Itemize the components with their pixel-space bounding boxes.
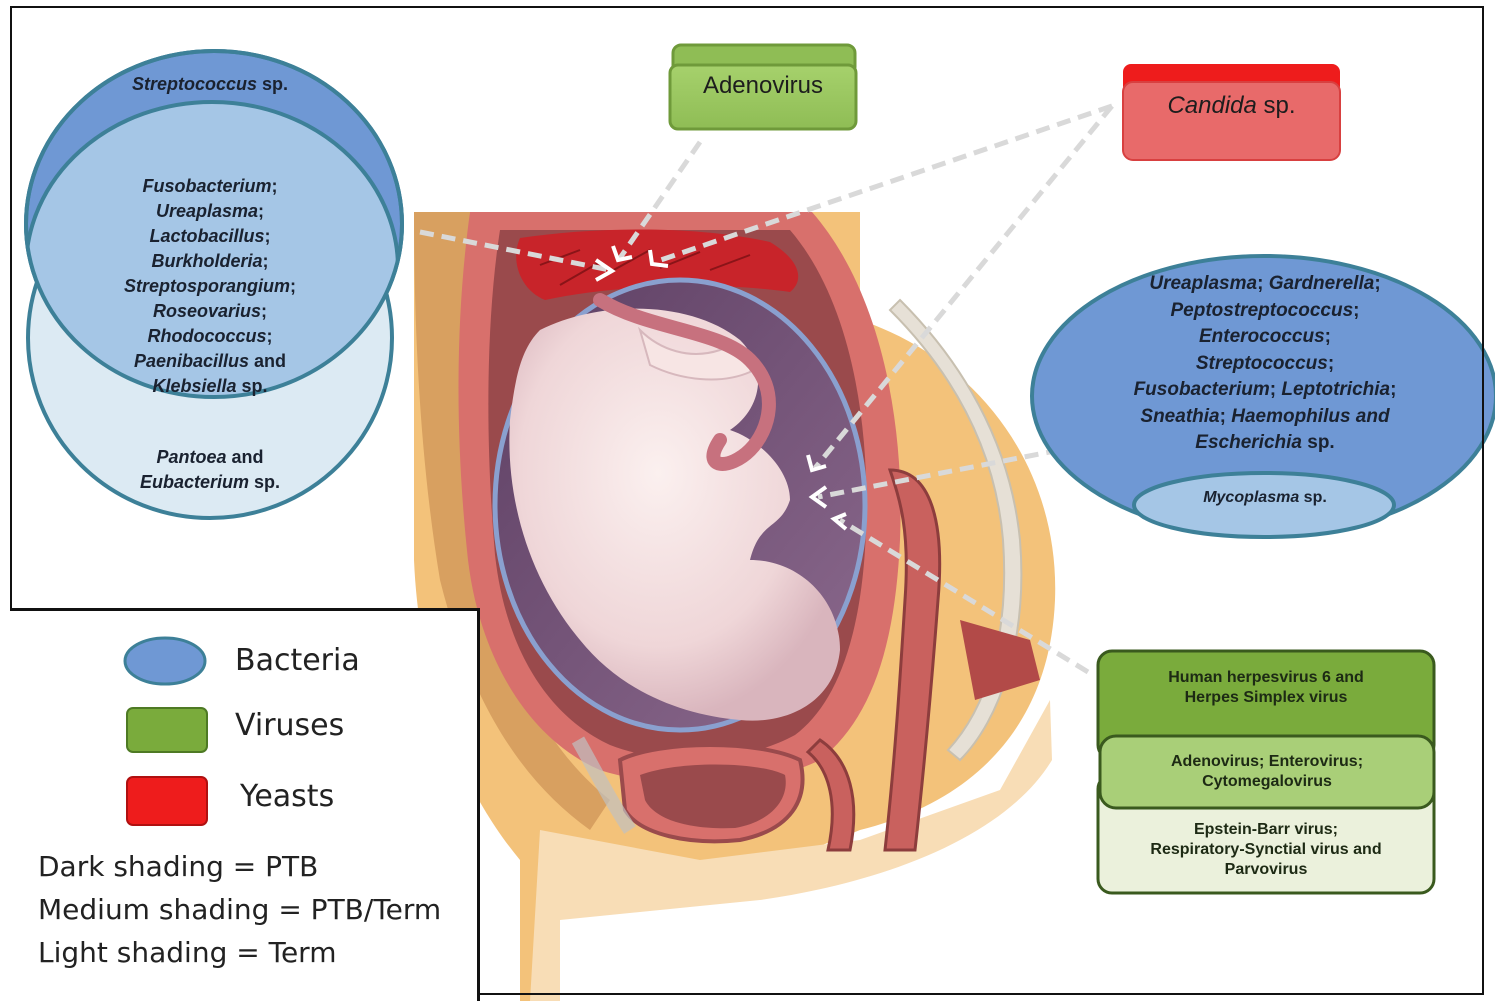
virus-line: Human herpesvirus 6 and — [1098, 668, 1434, 688]
virus-line: Epstein-Barr virus; — [1098, 820, 1434, 840]
taxon-separator: ; — [1220, 406, 1232, 427]
taxon-name: Fusobacterium — [142, 176, 271, 196]
taxa-line: Streptococcus sp. — [60, 72, 360, 97]
taxon-separator: ; — [272, 176, 278, 196]
taxon-separator: ; — [1325, 326, 1331, 347]
virus-line: Herpes Simplex virus — [1098, 688, 1434, 708]
virus-line: Adenovirus; Enterovirus; — [1100, 752, 1434, 772]
left-medium-text: Fusobacterium;Ureaplasma;Lactobacillus;B… — [60, 174, 360, 399]
legend-viruses-label: Viruses — [235, 708, 344, 743]
legend-dark-shading: Dark shading = PTB — [38, 850, 318, 883]
taxon-separator: ; — [267, 326, 273, 346]
taxon-name: Haemophilus and — [1231, 406, 1389, 427]
taxon-separator: ; — [1257, 273, 1269, 294]
taxa-line: Lactobacillus; — [60, 224, 360, 249]
candida-label-wrap: Candida sp. — [1123, 92, 1340, 128]
taxon-name: Sneathia — [1140, 406, 1219, 427]
taxon-separator: ; — [1270, 379, 1282, 400]
taxa-line: Escherichia sp. — [1060, 430, 1470, 457]
taxa-line: Sneathia; Haemophilus and — [1060, 404, 1470, 431]
taxon-name: Enterococcus — [1199, 326, 1325, 347]
taxon-separator: sp. — [249, 472, 280, 492]
taxon-separator: ; — [1374, 273, 1380, 294]
taxon-separator: ; — [1390, 379, 1396, 400]
taxa-line: Fusobacterium; — [60, 174, 360, 199]
virus-light-text: Epstein-Barr virus;Respiratory-Synctial … — [1098, 820, 1434, 880]
taxa-line: Eubacterium sp. — [60, 470, 360, 495]
taxa-line: Burkholderia; — [60, 249, 360, 274]
candida-label-rest: sp. — [1257, 92, 1296, 119]
taxon-name: Leptotrichia — [1281, 379, 1390, 400]
taxa-line: Mycoplasma sp. — [1160, 485, 1370, 510]
virus-medium-text: Adenovirus; Enterovirus;Cytomegalovirus — [1100, 752, 1434, 792]
taxon-separator: sp. — [1299, 489, 1327, 506]
taxa-line: Roseovarius; — [60, 299, 360, 324]
taxon-separator: ; — [290, 276, 296, 296]
adenovirus-label: Adenovirus — [703, 72, 823, 99]
taxon-separator: ; — [265, 226, 271, 246]
legend-viruses-swatch — [127, 708, 207, 752]
taxon-name: Rhodococcus — [147, 326, 266, 346]
taxon-separator: sp. — [257, 74, 288, 94]
taxa-line: Streptosporangium; — [60, 274, 360, 299]
taxa-line: Pantoea and — [60, 445, 360, 470]
taxon-name: Streptosporangium — [124, 276, 290, 296]
legend-bacteria-swatch — [125, 638, 205, 684]
virus-line: Parvovirus — [1098, 860, 1434, 880]
legend-medium-shading: Medium shading = PTB/Term — [38, 893, 441, 926]
taxa-line: Ureaplasma; Gardnerella; — [1060, 271, 1470, 298]
taxa-line: Enterococcus; — [1060, 324, 1470, 351]
taxon-separator: ; — [258, 201, 264, 221]
taxa-line: Peptostreptococcus; — [1060, 298, 1470, 325]
taxon-separator: ; — [263, 251, 269, 271]
legend-yeasts-label: Yeasts — [240, 779, 334, 814]
taxon-name: Klebsiella — [152, 376, 236, 396]
taxon-name: Mycoplasma — [1203, 489, 1299, 506]
taxon-separator: ; — [1328, 353, 1334, 374]
taxon-name: Streptococcus — [1196, 353, 1328, 374]
taxon-name: Streptococcus — [132, 74, 257, 94]
taxon-name: Roseovarius — [153, 301, 261, 321]
taxon-separator: sp. — [237, 376, 268, 396]
taxon-name: Eubacterium — [140, 472, 249, 492]
right-medium-text: Ureaplasma; Gardnerella;Peptostreptococc… — [1060, 271, 1470, 457]
left-dark-text: Streptococcus sp. — [60, 72, 360, 97]
virus-line: Respiratory-Synctial virus and — [1098, 840, 1434, 860]
taxon-name: Ureaplasma — [1149, 273, 1257, 294]
taxon-name: Lactobacillus — [149, 226, 264, 246]
taxa-line: Paenibacillus and — [60, 349, 360, 374]
taxa-line: Klebsiella sp. — [60, 374, 360, 399]
legend-bacteria-label: Bacteria — [235, 643, 360, 678]
taxon-separator: and — [249, 351, 286, 371]
legend-light-shading: Light shading = Term — [38, 936, 336, 969]
taxa-line: Fusobacterium; Leptotrichia; — [1060, 377, 1470, 404]
taxa-line: Streptococcus; — [1060, 351, 1470, 378]
taxa-line: Rhodococcus; — [60, 324, 360, 349]
taxon-name: Paenibacillus — [134, 351, 249, 371]
taxon-name: Pantoea — [156, 447, 226, 467]
taxon-name: Peptostreptococcus — [1171, 300, 1354, 321]
right-light-text: Mycoplasma sp. — [1160, 485, 1370, 510]
adenovirus-label-wrap: Adenovirus — [670, 72, 856, 108]
virus-line: Cytomegalovirus — [1100, 772, 1434, 792]
taxon-separator: ; — [261, 301, 267, 321]
legend: Bacteria Viruses Yeasts Dark shading = P… — [10, 608, 480, 1001]
candida-label-italic: Candida — [1167, 92, 1256, 119]
taxon-separator: ; — [1353, 300, 1359, 321]
taxon-name: Fusobacterium — [1134, 379, 1270, 400]
legend-yeasts-swatch — [127, 777, 207, 825]
taxa-line: Ureaplasma; — [60, 199, 360, 224]
taxon-name: Gardnerella — [1269, 273, 1375, 294]
taxon-name: Escherichia — [1195, 432, 1302, 453]
taxon-name: Burkholderia — [151, 251, 262, 271]
taxon-separator: sp. — [1302, 432, 1335, 453]
taxon-name: Ureaplasma — [156, 201, 258, 221]
taxon-separator: and — [227, 447, 264, 467]
